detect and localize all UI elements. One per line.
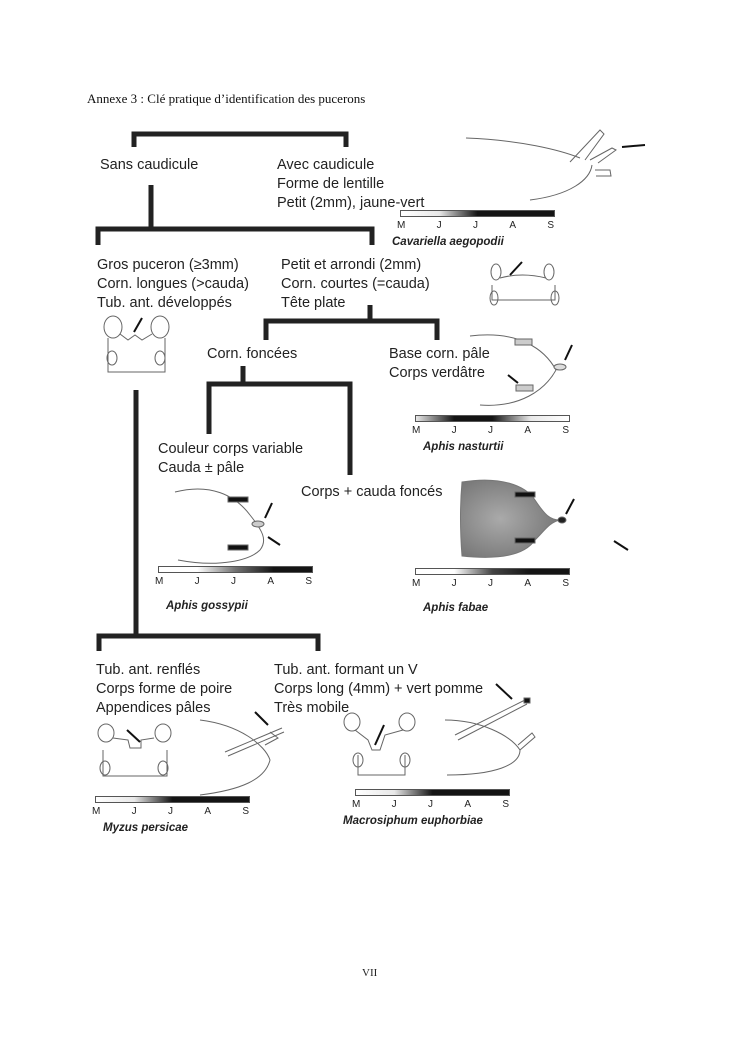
species-name: Aphis fabae — [423, 602, 489, 614]
month-label: M — [412, 425, 421, 436]
arrow-icon — [126, 729, 141, 743]
fabae-drawing — [460, 479, 567, 558]
month-label: J — [451, 578, 457, 589]
phenology-bar — [158, 566, 313, 573]
arrow-icon — [133, 317, 143, 333]
month-label: S — [547, 220, 554, 231]
node-corn-foncees: Corn. foncées — [207, 346, 298, 362]
node-gros-puceron: Gros puceron (≥3mm)Corn. longues (>cauda… — [97, 257, 249, 311]
month-label: M — [92, 806, 101, 817]
species-name: Aphis nasturtii — [423, 441, 504, 453]
month-label: S — [562, 578, 569, 589]
month-label: M — [397, 220, 406, 231]
phenology-bar — [415, 568, 570, 575]
nasturtii-drawing — [469, 334, 567, 406]
bracket-1 — [131, 131, 349, 147]
arrow-icon — [565, 498, 629, 551]
phenology-bar — [400, 210, 555, 217]
aphid-drawings — [97, 129, 646, 796]
node-sans-caudicule: Sans caudicule — [100, 157, 199, 173]
key-brackets — [95, 131, 440, 651]
month-label: J — [391, 799, 397, 810]
month-label: S — [305, 576, 312, 587]
month-label: A — [524, 425, 531, 436]
arrow-icon — [374, 724, 385, 746]
bracket-2 — [95, 226, 375, 245]
page-title: Annexe 3 : Clé pratique d’identification… — [87, 91, 366, 106]
cavariella-head-drawing — [489, 263, 560, 306]
myzus-side-drawing — [199, 719, 285, 796]
month-label: A — [204, 806, 211, 817]
macrosiphum-side-drawing — [444, 697, 536, 776]
gossypii-drawing — [174, 488, 265, 564]
arrow-icon — [254, 711, 269, 726]
phenology-bar — [415, 415, 570, 422]
month-label: S — [242, 806, 249, 817]
month-label: S — [502, 799, 509, 810]
myzus-head-drawing — [97, 723, 172, 777]
month-label: J — [436, 220, 442, 231]
arrow-icon — [509, 261, 523, 276]
month-label: M — [412, 578, 421, 589]
species-name: Aphis gossypii — [166, 600, 248, 612]
bracket-4 — [206, 381, 353, 475]
month-label: A — [267, 576, 274, 587]
month-label: J — [231, 576, 236, 587]
month-label: J — [428, 799, 433, 810]
arrow-icon — [264, 502, 281, 546]
page-number: VII — [362, 967, 378, 979]
month-label: M — [352, 799, 361, 810]
cavariella-side-drawing — [465, 129, 617, 201]
phenology-bar — [355, 789, 510, 796]
month-label: J — [451, 425, 457, 436]
month-label: A — [524, 578, 531, 589]
species-name: Cavariella aegopodii — [392, 236, 504, 248]
arrow-icon — [495, 683, 513, 700]
arrow-icon — [507, 344, 573, 384]
bracket-5 — [96, 633, 321, 651]
month-label: J — [488, 578, 493, 589]
species-name: Macrosiphum euphorbiae — [343, 815, 483, 827]
month-label: J — [488, 425, 493, 436]
month-label: S — [562, 425, 569, 436]
month-label: J — [473, 220, 478, 231]
month-label: J — [131, 806, 137, 817]
month-label: M — [155, 576, 164, 587]
month-label: J — [168, 806, 173, 817]
month-label: A — [464, 799, 471, 810]
macrosiphum-head-drawing — [343, 712, 416, 776]
month-label: A — [509, 220, 516, 231]
node-corps-cauda-fonces: Corps + cauda foncés — [301, 484, 443, 500]
node-petit-arrondi: Petit et arrondi (2mm)Corn. courtes (=ca… — [281, 257, 430, 311]
arrow-icon — [621, 144, 646, 148]
species-name: Myzus persicae — [103, 822, 189, 834]
phenology-bar — [95, 796, 250, 803]
gros-puceron-head-drawing — [103, 315, 170, 373]
bracket-3 — [263, 318, 440, 340]
month-label: J — [194, 576, 200, 587]
